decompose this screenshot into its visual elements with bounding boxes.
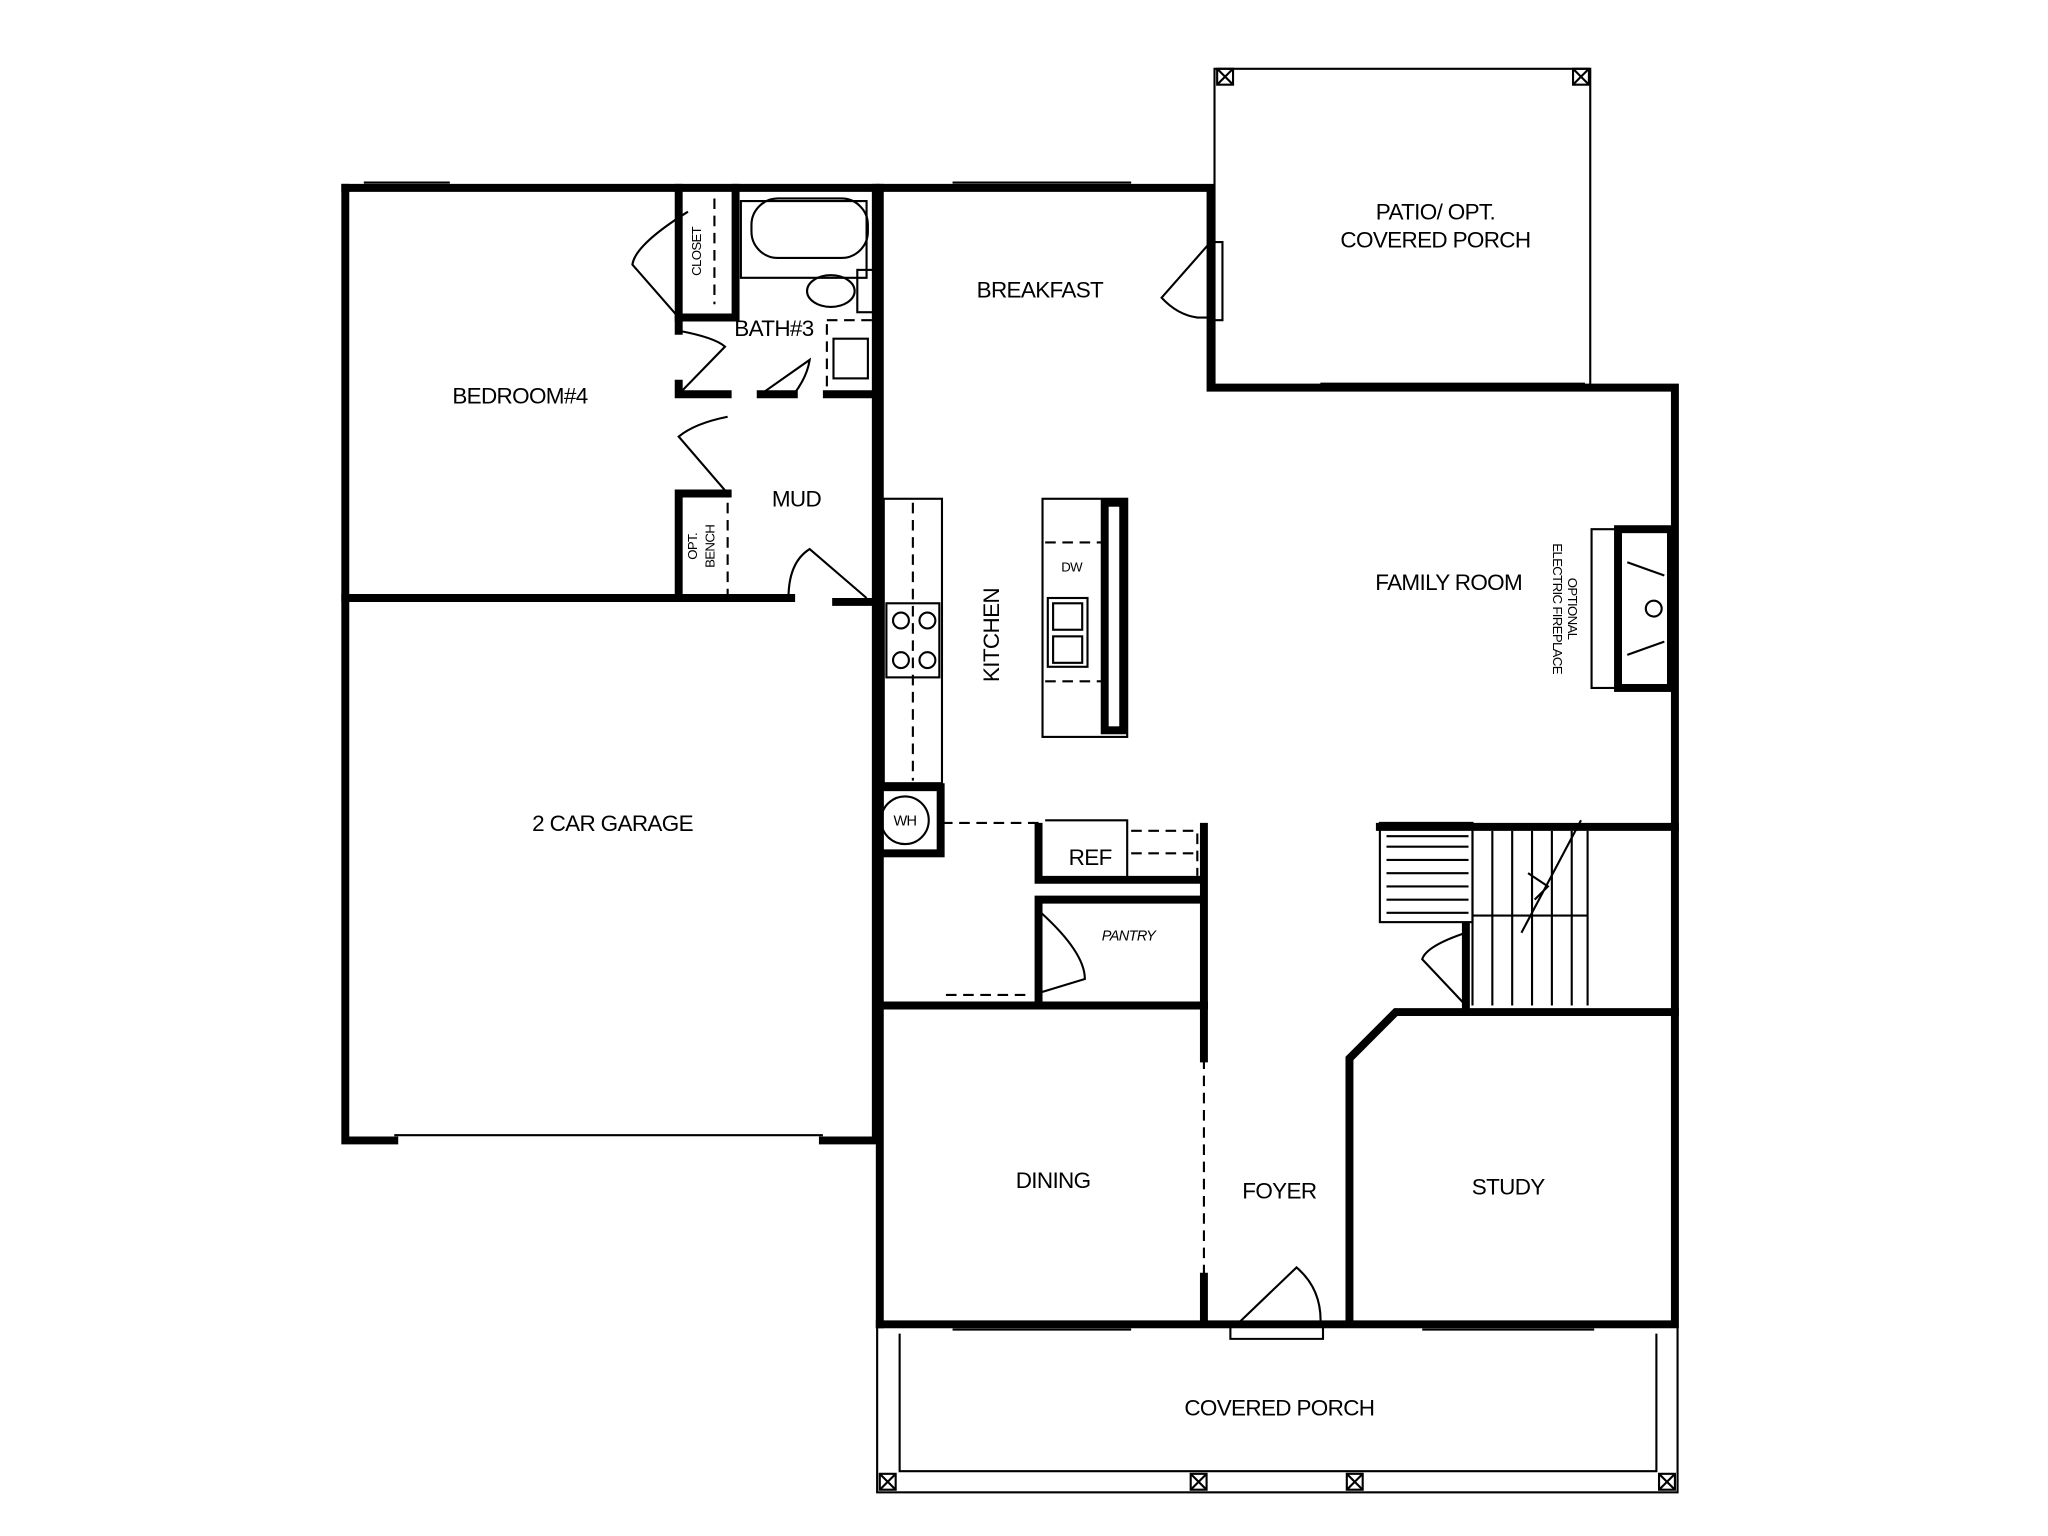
study-walls [1199, 1001, 1679, 1340]
stairs [1375, 819, 1679, 1010]
pantry-walls [875, 819, 1208, 1010]
label-family-room: FAMILY ROOM [1375, 570, 1522, 595]
label-fireplace-2: ELECTRIC FIREPLACE [1550, 543, 1565, 674]
label-study: STUDY [1472, 1175, 1546, 1200]
label-closet: CLOSET [689, 226, 704, 276]
label-covered-porch: COVERED PORCH [1184, 1396, 1374, 1421]
label-ref: REF [1069, 845, 1112, 870]
label-foyer: FOYER [1242, 1179, 1317, 1204]
windows [363, 181, 1595, 1331]
label-fireplace-1: OPTIONAL [1565, 578, 1580, 640]
fireplace [1590, 525, 1675, 692]
label-patio-2: COVERED PORCH [1340, 227, 1530, 252]
bath-mud-walls [631, 183, 878, 602]
exterior-walls [341, 183, 1679, 1329]
kitchen [875, 497, 1129, 858]
label-mud: MUD [772, 487, 822, 512]
label-bedroom4: BEDROOM#4 [452, 384, 587, 409]
label-patio-1: PATIO/ OPT. [1376, 200, 1495, 225]
label-wh: WH [893, 814, 916, 830]
covered-porch [876, 1325, 1679, 1494]
label-dw: DW [1061, 560, 1083, 575]
label-dining: DINING [1016, 1168, 1091, 1193]
patio [1213, 67, 1592, 389]
label-breakfast: BREAKFAST [977, 278, 1104, 303]
label-bench-2: BENCH [702, 525, 717, 568]
label-bath3: BATH#3 [734, 316, 813, 341]
label-kitchen: KITCHEN [979, 588, 1004, 682]
label-garage: 2 CAR GARAGE [532, 811, 693, 836]
label-bench-1: OPT. [685, 533, 700, 560]
label-pantry: PANTRY [1102, 929, 1157, 945]
breakfast-door [1160, 241, 1224, 322]
